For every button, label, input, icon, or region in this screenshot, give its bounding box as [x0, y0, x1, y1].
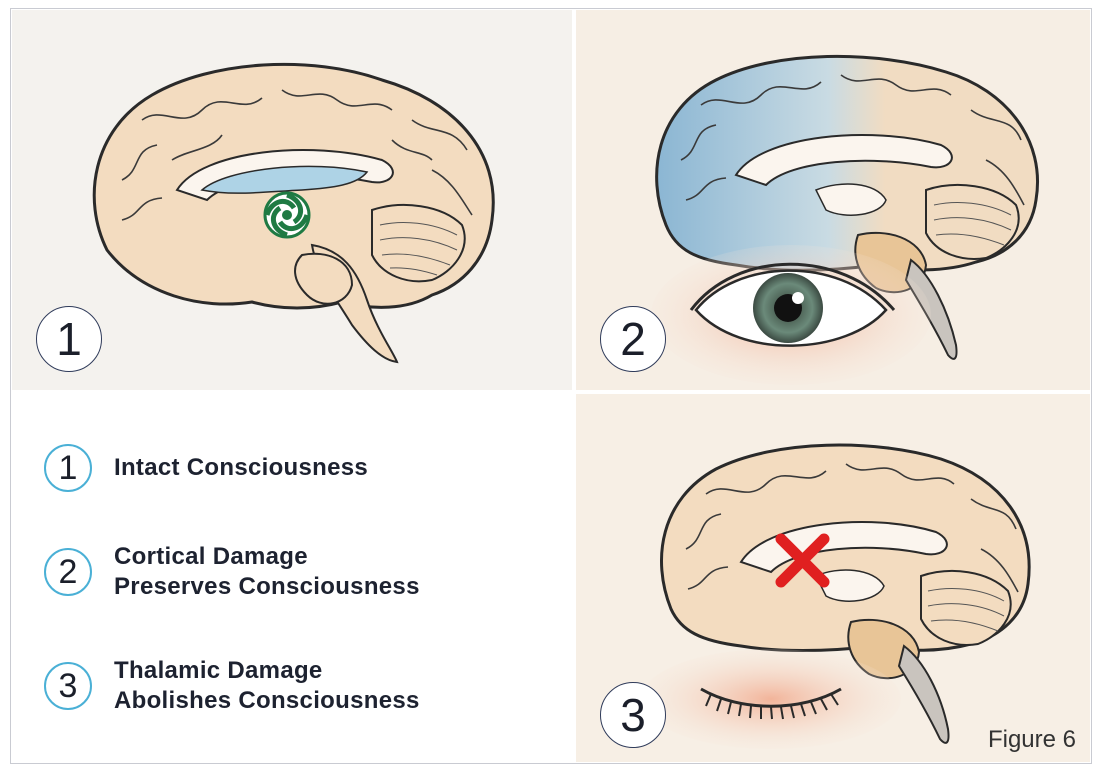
panel-intact-brain: 1	[12, 10, 572, 390]
swirl-marker-icon	[265, 193, 309, 237]
legend-number-badge: 2	[44, 548, 92, 596]
legend-line: Abolishes Consciousness	[114, 686, 420, 716]
legend-item-1: 1 Intact Consciousness	[44, 444, 368, 492]
legend: 1 Intact Consciousness 2 Cortical Damage…	[12, 394, 572, 762]
legend-label: Thalamic Damage Abolishes Consciousness	[114, 656, 420, 716]
legend-item-3: 3 Thalamic Damage Abolishes Consciousnes…	[44, 656, 420, 716]
eye-skin-glow	[641, 649, 901, 749]
legend-line: Cortical Damage	[114, 542, 420, 572]
panel-number-badge: 2	[600, 306, 666, 372]
legend-number-badge: 3	[44, 662, 92, 710]
panel-cortical-damage: 2	[576, 10, 1090, 390]
panel-number-badge: 1	[36, 306, 102, 372]
panel-thalamic-damage: 3 Figure 6	[576, 394, 1090, 762]
legend-label: Cortical Damage Preserves Consciousness	[114, 542, 420, 602]
legend-line: Preserves Consciousness	[114, 572, 420, 602]
brainstem	[899, 646, 949, 743]
legend-line: Thalamic Damage	[114, 656, 420, 686]
legend-item-2: 2 Cortical Damage Preserves Consciousnes…	[44, 542, 420, 602]
legend-label: Intact Consciousness	[114, 453, 368, 483]
legend-number-badge: 1	[44, 444, 92, 492]
legend-line: Intact Consciousness	[114, 453, 368, 483]
cerebellum-texture	[926, 185, 1019, 259]
panel-number-badge: 3	[600, 682, 666, 748]
figure-caption: Figure 6	[988, 726, 1076, 754]
